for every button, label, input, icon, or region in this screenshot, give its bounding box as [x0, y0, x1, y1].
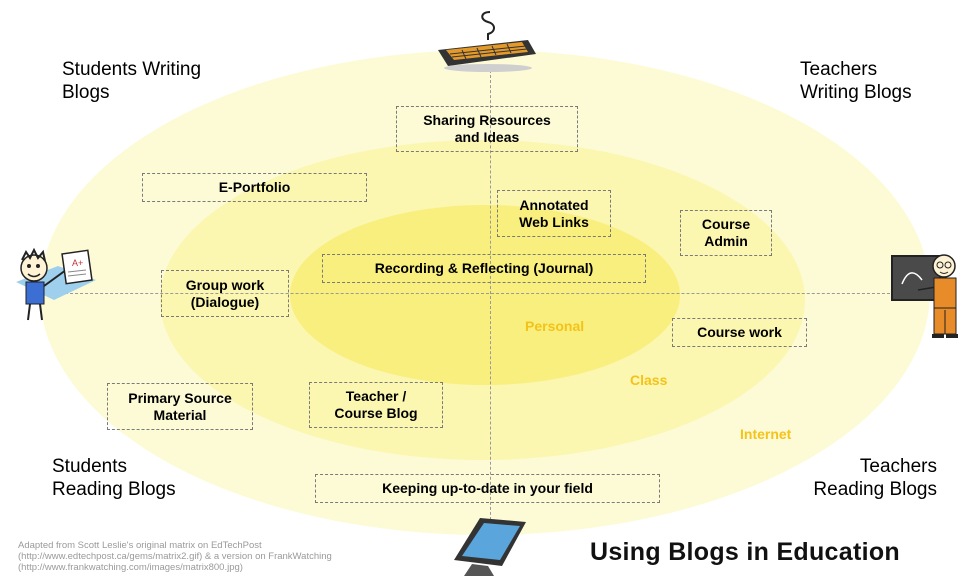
personal-ring	[290, 205, 680, 385]
quadrant-teachers-reading: Teachers Reading Blogs	[813, 456, 937, 500]
teacher-icon	[891, 254, 958, 338]
diagram-title: Using Blogs in Education	[590, 538, 900, 566]
quadrant-students-reading: Students Reading Blogs	[52, 456, 176, 500]
box-teacher-course-blog: Teacher /Course Blog	[309, 382, 443, 428]
ring-label-personal: Personal	[525, 318, 585, 334]
vertical-axis	[490, 70, 491, 530]
quadrant-students-writing: Students Writing Blogs	[62, 59, 202, 103]
box-group-work: Group work(Dialogue)	[161, 270, 289, 317]
box-keeping-up-to-date: Keeping up-to-date in your field	[315, 474, 660, 503]
svg-text:A+: A+	[72, 258, 83, 268]
horizontal-axis	[60, 293, 900, 294]
box-course-work: Course work	[672, 318, 807, 347]
box-recording-reflecting: Recording & Reflecting (Journal)	[322, 254, 646, 283]
box-e-portfolio: E-Portfolio	[142, 173, 367, 202]
ring-label-class: Class	[630, 372, 668, 388]
source-credit: Adapted from Scott Leslie's original mat…	[18, 540, 332, 573]
student-icon: A+	[16, 247, 96, 321]
ring-label-internet: Internet	[740, 426, 792, 442]
keyboard-icon	[438, 11, 536, 72]
monitor-icon	[454, 518, 526, 576]
quadrant-teachers-writing: Teachers Writing Blogs	[800, 59, 912, 103]
